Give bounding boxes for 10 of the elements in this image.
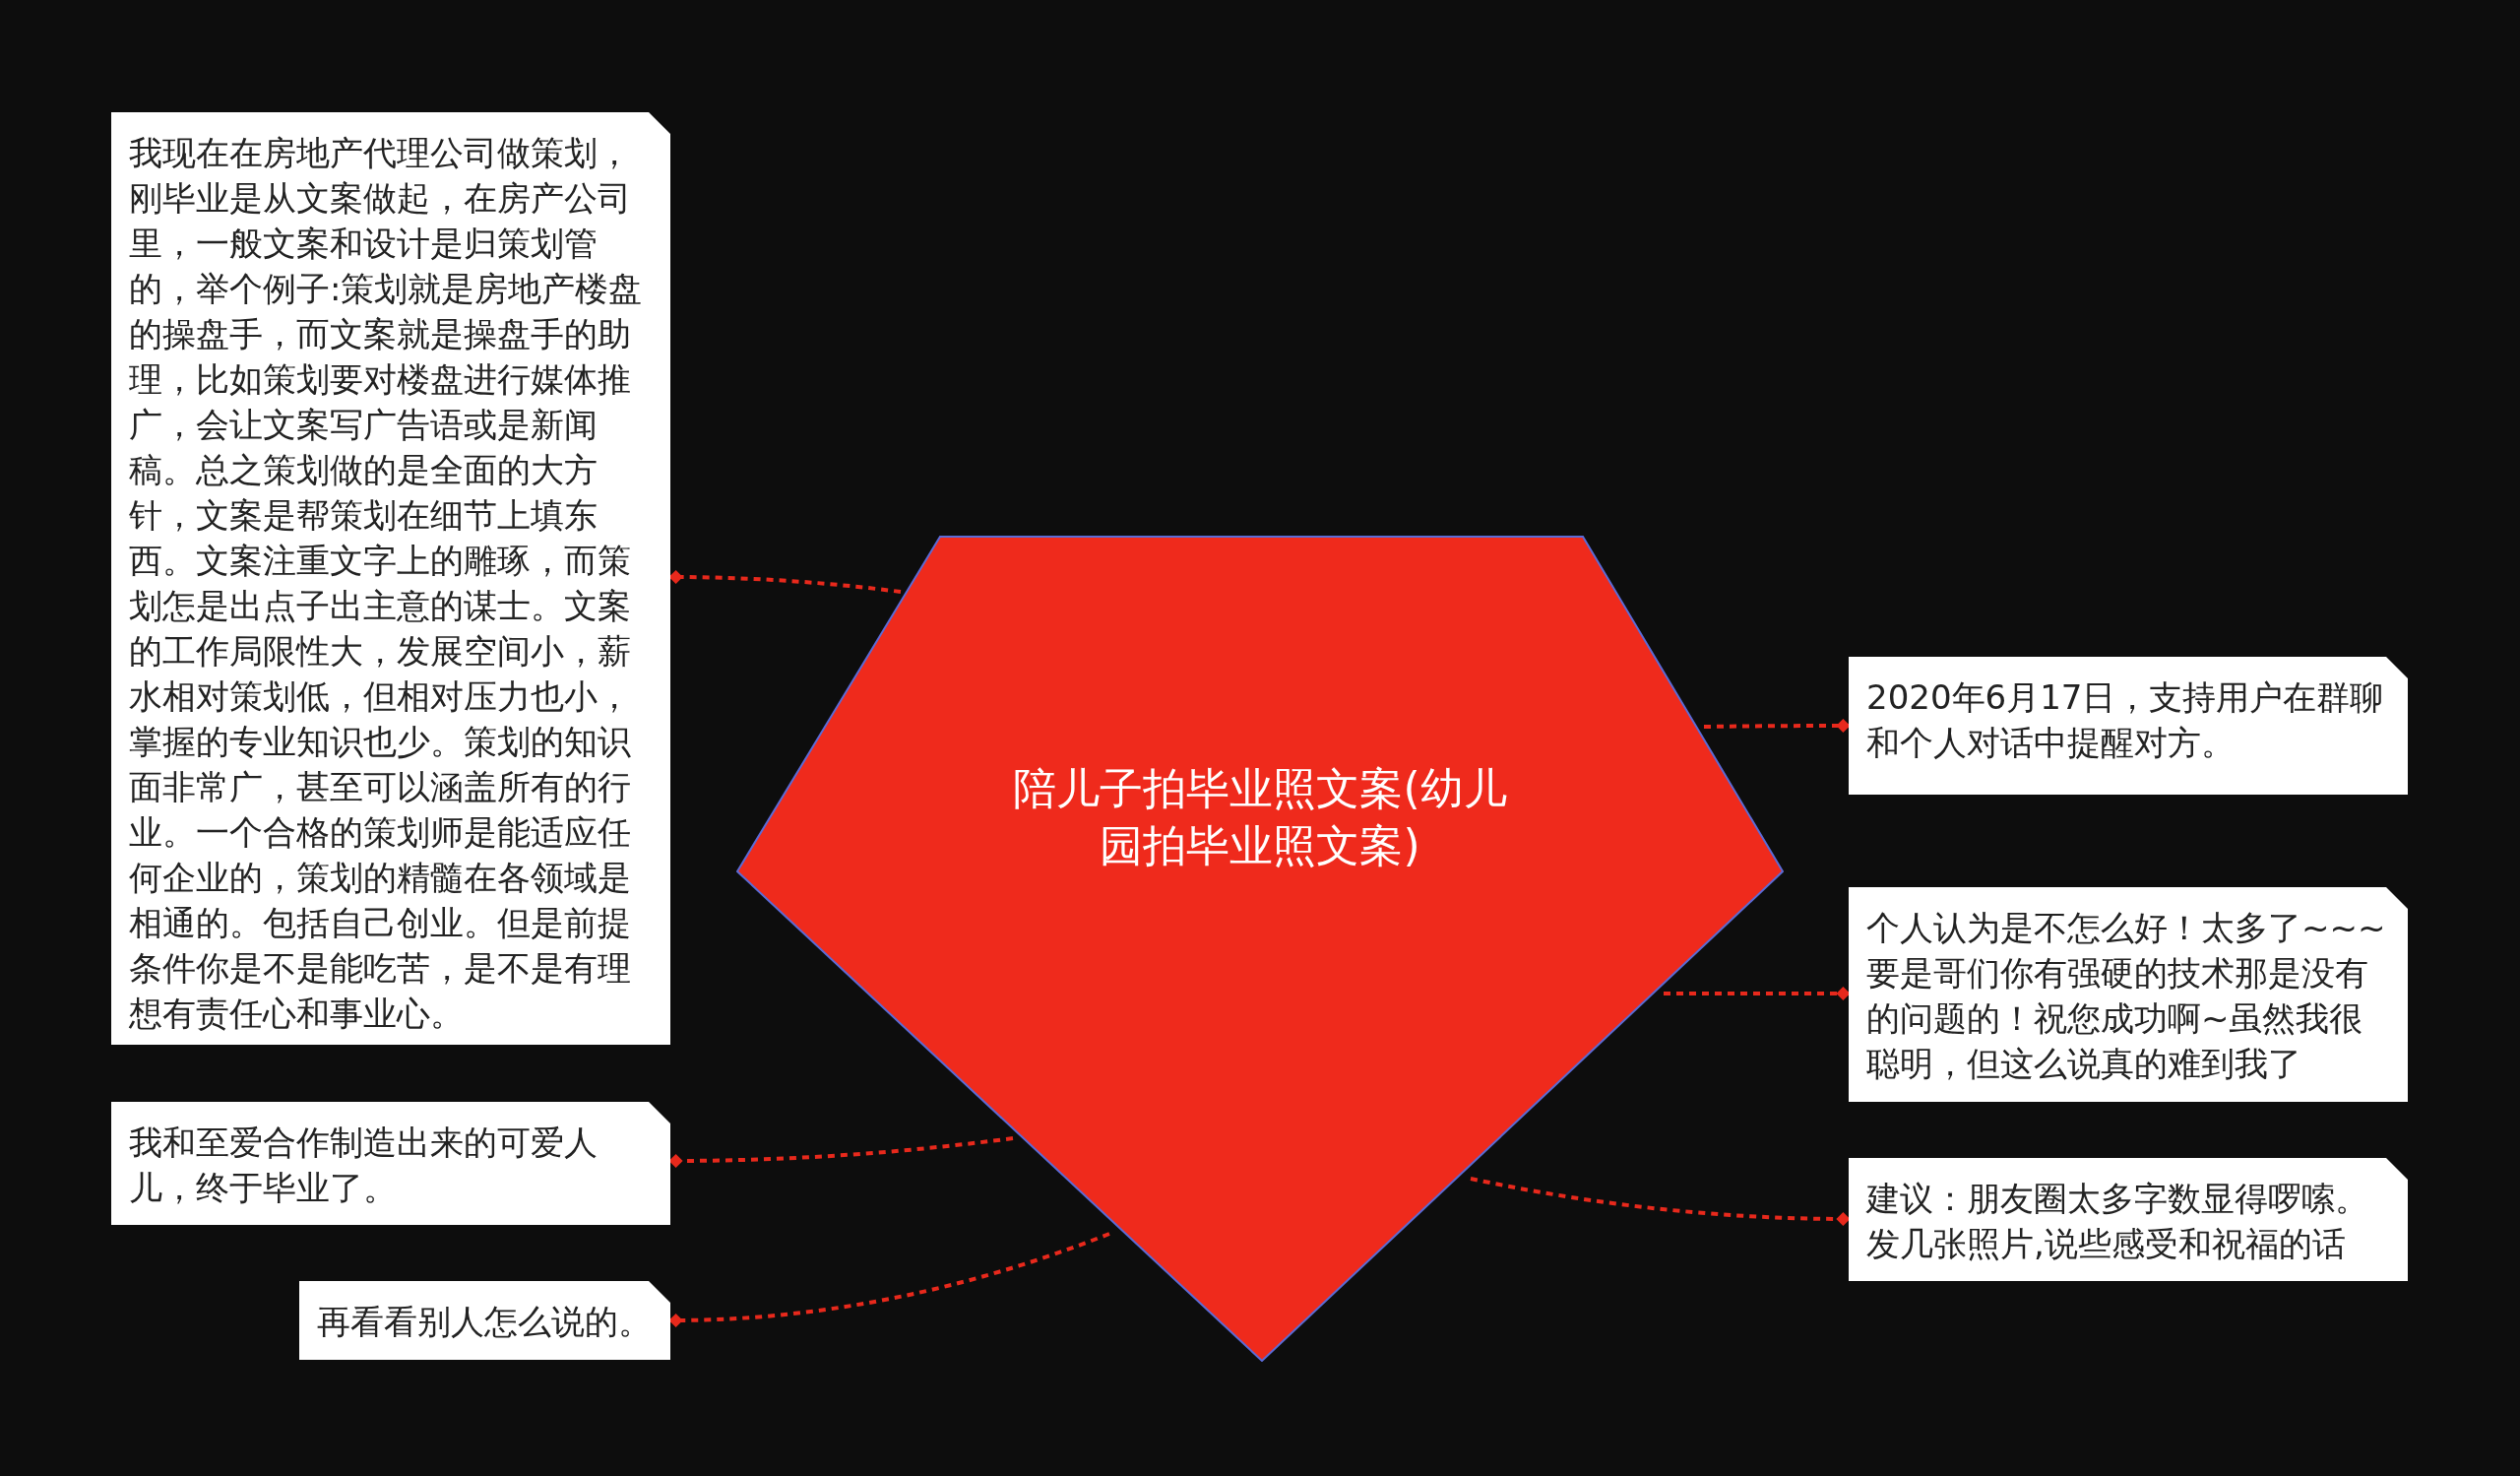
note-card: 建议：朋友圈太多字数显得啰嗦。发几张照片,说些感受和祝福的话 (1849, 1158, 2408, 1281)
connector (1703, 719, 1851, 733)
note-card: 我现在在房地产代理公司做策划，刚毕业是从文案做起，在房产公司里，一般文案和设计是归策划管的，举个例子:策划就是房地产楼盘的操盘手，而文案就是操盘手的助理，比如策划要对楼盘进行媒体推广，会让文案写广告语或是新闻稿。总之策划做的是全面的大方针，文案是帮策划在细节上填东西。文案注重文字上的雕琢，而策划怎是出点子出主意的谋士。文案的工作局限性大，发展空间小，薪水相对策划低，但相对压力也小，掌握的专业知识也少。策划的知识面非常广，甚至可以涵盖所有的行业。一个合格的策划师是能适应任何企业的，策划的精髓在各领域是相通的。包括自己创业。但是前提条件你是不是能吃苦，是不是有理想有责任心和事业心。 (111, 112, 670, 1045)
connector (1664, 987, 1851, 1000)
note-card: 2020年6月17日，支持用户在群聊和个人对话中提醒对方。 (1849, 657, 2408, 795)
topic-text: 陪儿子拍毕业照文案(幼儿园拍毕业照文案) (1012, 762, 1508, 872)
note-card: 个人认为是不怎么好！太多了~~~要是哥们你有强硬的技术那是没有的问题的！祝您成功啊~虽然我很聪明，但这么说真的难到我了 (1849, 887, 2408, 1102)
note-card: 再看看别人怎么说的。 (299, 1281, 670, 1360)
note-card: 我和至爱合作制造出来的可爱人儿，终于毕业了。 (111, 1102, 670, 1225)
connector (1470, 1177, 1851, 1226)
